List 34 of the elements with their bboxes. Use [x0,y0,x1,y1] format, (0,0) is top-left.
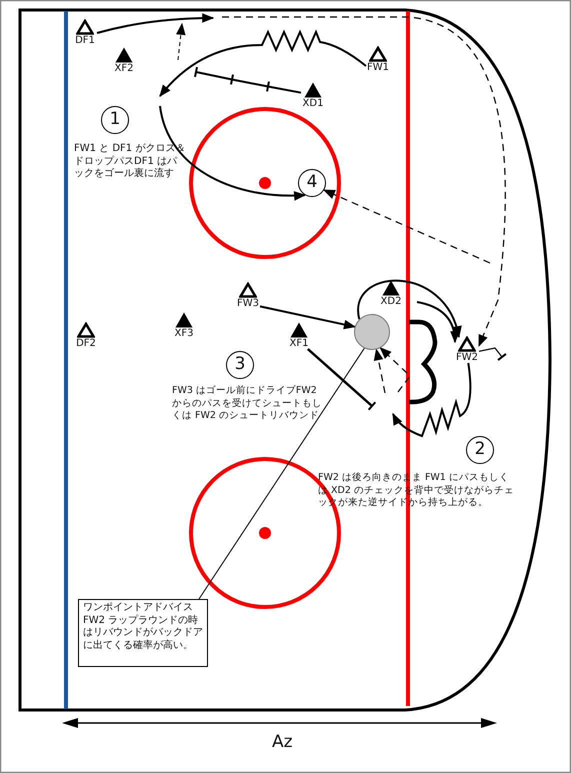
player-label: DF2 [76,338,96,349]
callout-number: 4 [298,169,326,197]
arrow [416,301,460,344]
player-label: XD2 [380,296,402,307]
callout-number: 2 [466,436,494,464]
player-label: XF2 [114,63,134,74]
arrow [159,106,306,200]
check-line [478,347,507,362]
note-text: FW1 と DF1 がクロス＆ドロップパスDF1 はパックをゴール裏に流す [74,143,186,180]
note-text: FW3 はゴール前にドライブFW2 からのパスを受けてシュートもしくは FW2 のシュートリバウンド [172,385,322,422]
puck-circle [354,314,390,350]
leader-line [198,348,365,600]
arrow [323,190,490,264]
player-label: FW3 [236,298,259,309]
player-label: DF1 [75,35,95,46]
check-line [194,66,302,94]
player-label: FW2 [456,352,478,363]
arrow [357,280,461,338]
check-line [306,348,376,411]
player-label: XD1 [302,98,324,109]
arrow [374,348,386,394]
player-label: XF3 [174,328,194,339]
arrow [222,16,506,347]
advice-box: ワンポイントアドバイスFW2 ラップラウンドの時はリバウンドがバックドアに出てくる確率が高い。 [78,599,208,667]
arrow [159,31,367,97]
callout-number: 1 [101,106,129,134]
arrow [392,362,472,437]
dimension-label: Az [272,732,293,752]
callout-number: 3 [226,351,254,379]
arrow [96,13,214,34]
arrow [260,305,356,330]
arrow [380,347,411,392]
player-label: FW1 [366,62,389,73]
player-label: XF1 [290,338,308,349]
